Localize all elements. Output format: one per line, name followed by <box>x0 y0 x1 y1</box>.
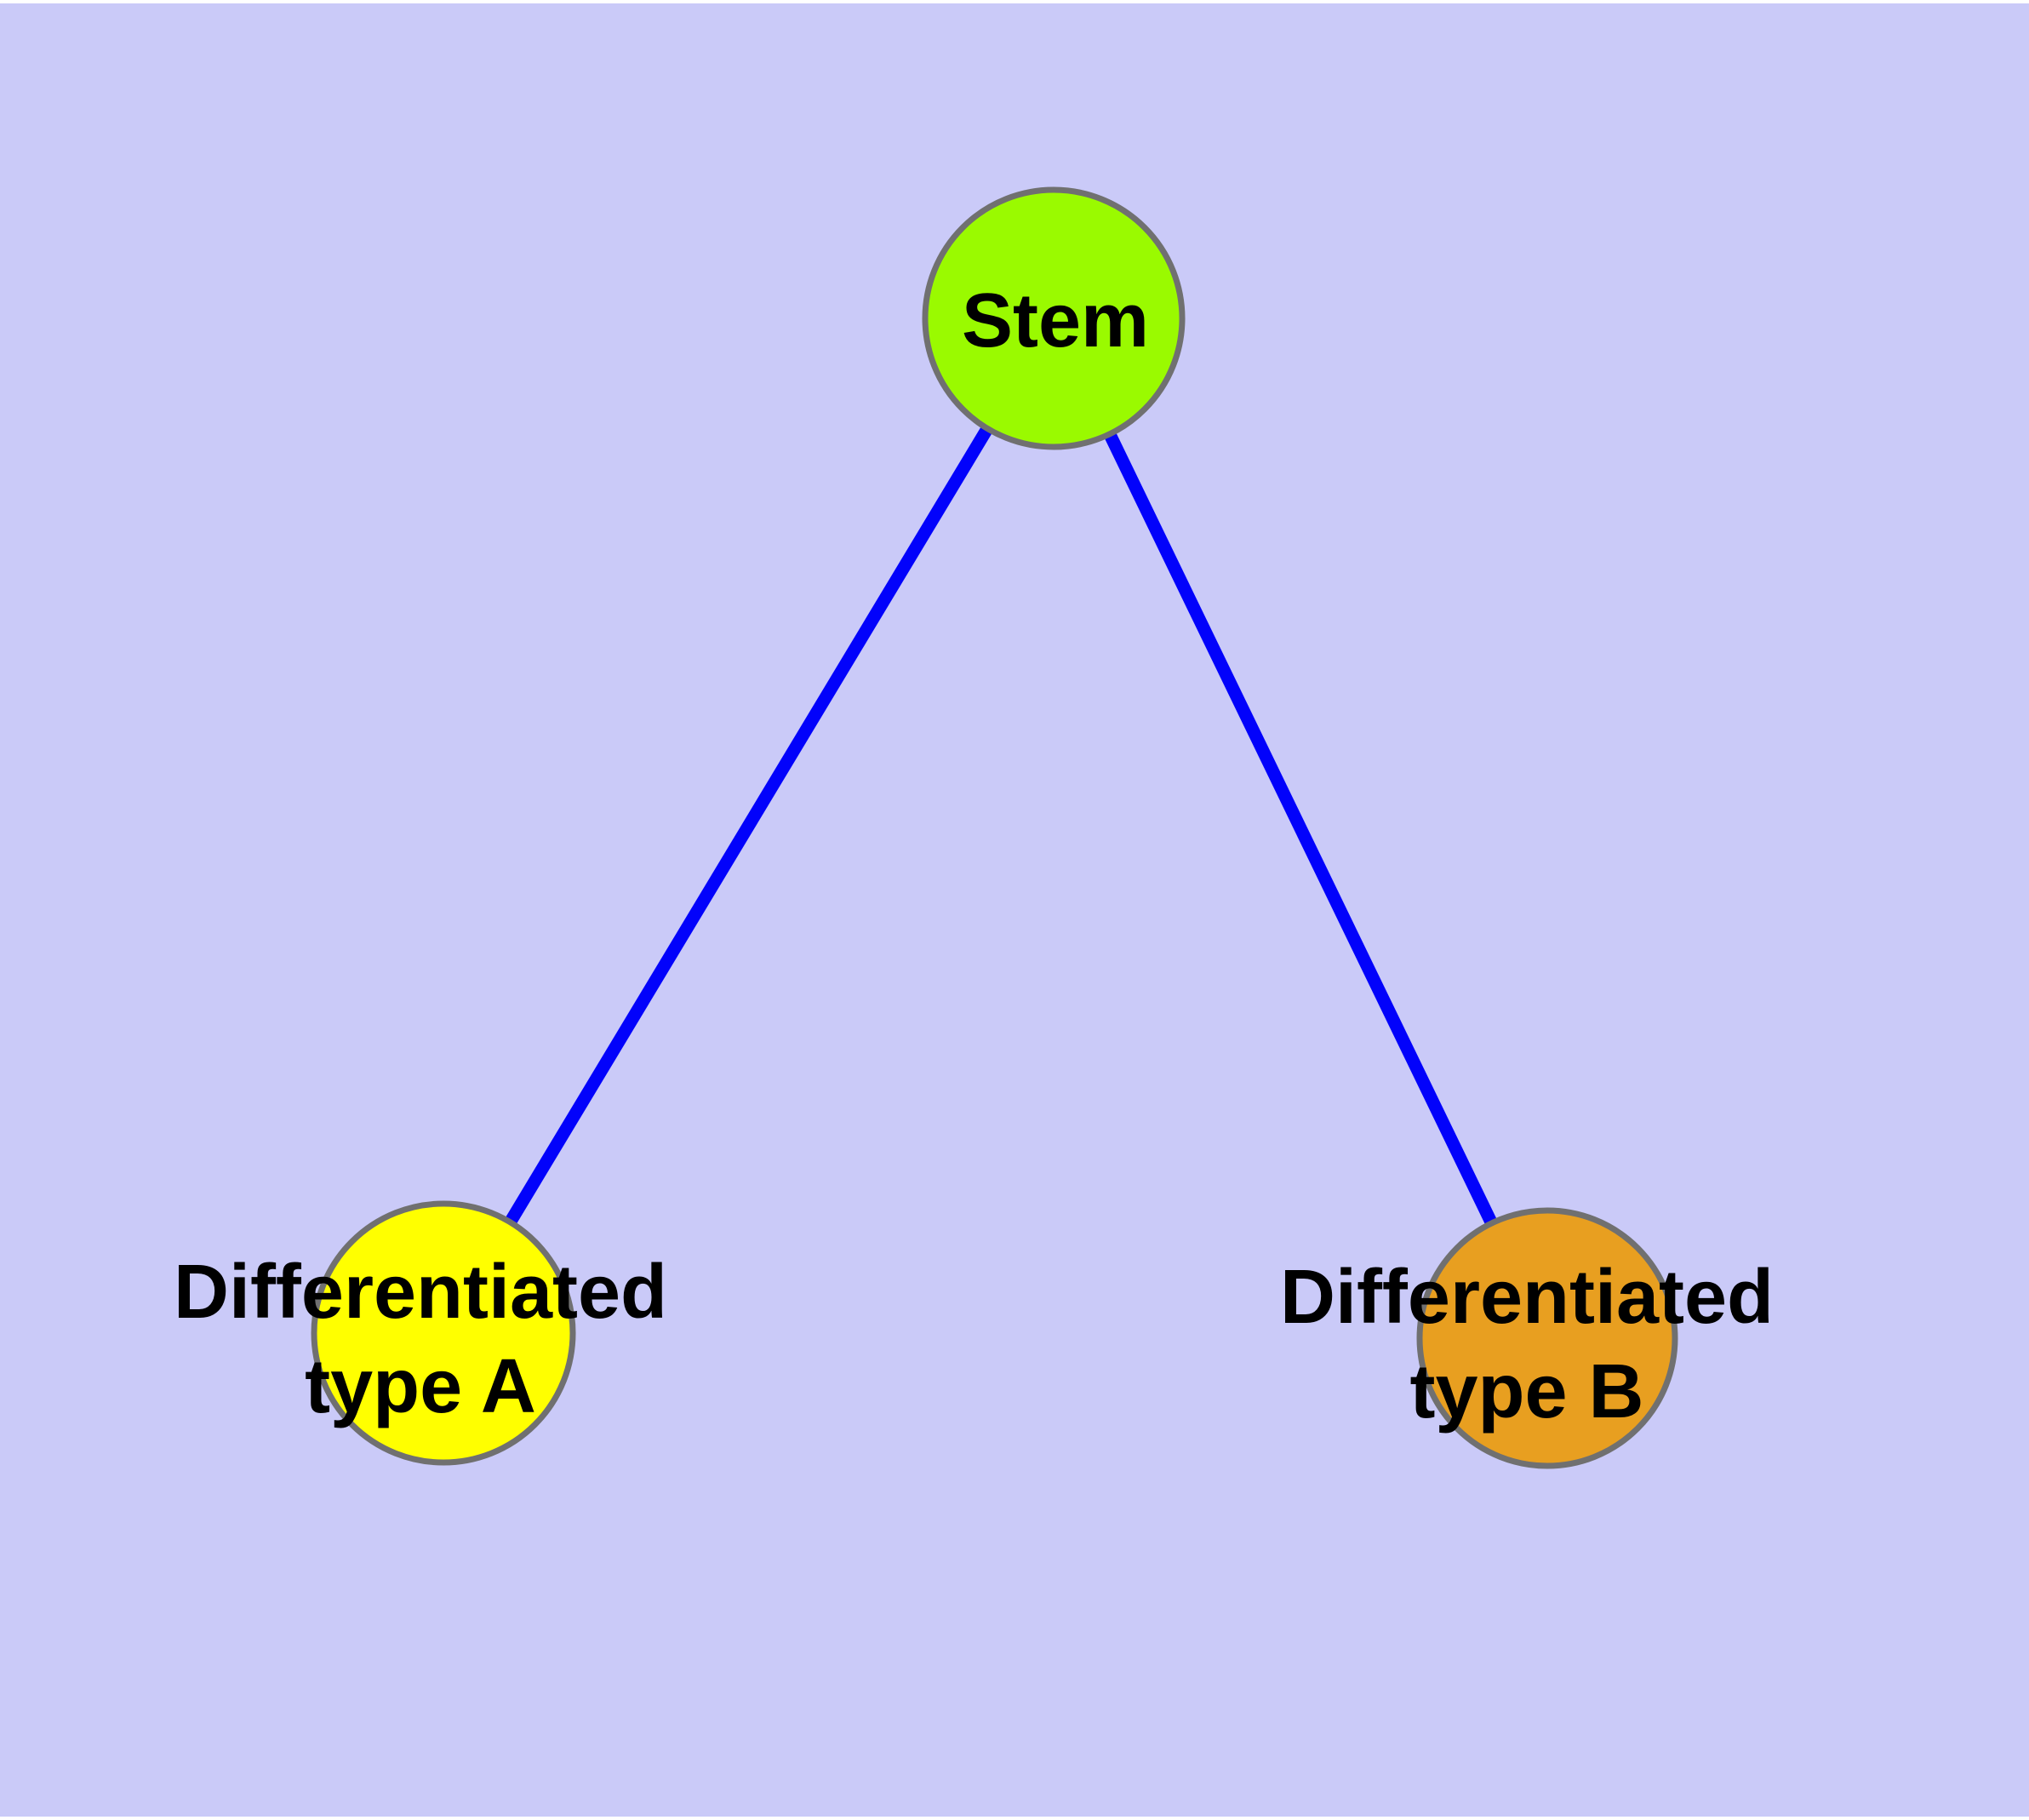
stem-node-label: Stem <box>962 278 1149 363</box>
stem-node-circle <box>922 186 1186 450</box>
type-b-node-circle <box>1416 1207 1678 1469</box>
edge-stem-to-type-a <box>437 315 1060 1336</box>
type-a-node-circle <box>311 1200 576 1466</box>
type-a-node-label-line1: Differentiated <box>174 1250 667 1335</box>
edge-stem-to-type-b <box>1048 315 1553 1342</box>
type-b-node-label-line1: Differentiated <box>1280 1255 1774 1340</box>
type-a-node-label-line2: type A <box>305 1344 536 1429</box>
type-b-node-label-line2: type B <box>1409 1349 1643 1434</box>
